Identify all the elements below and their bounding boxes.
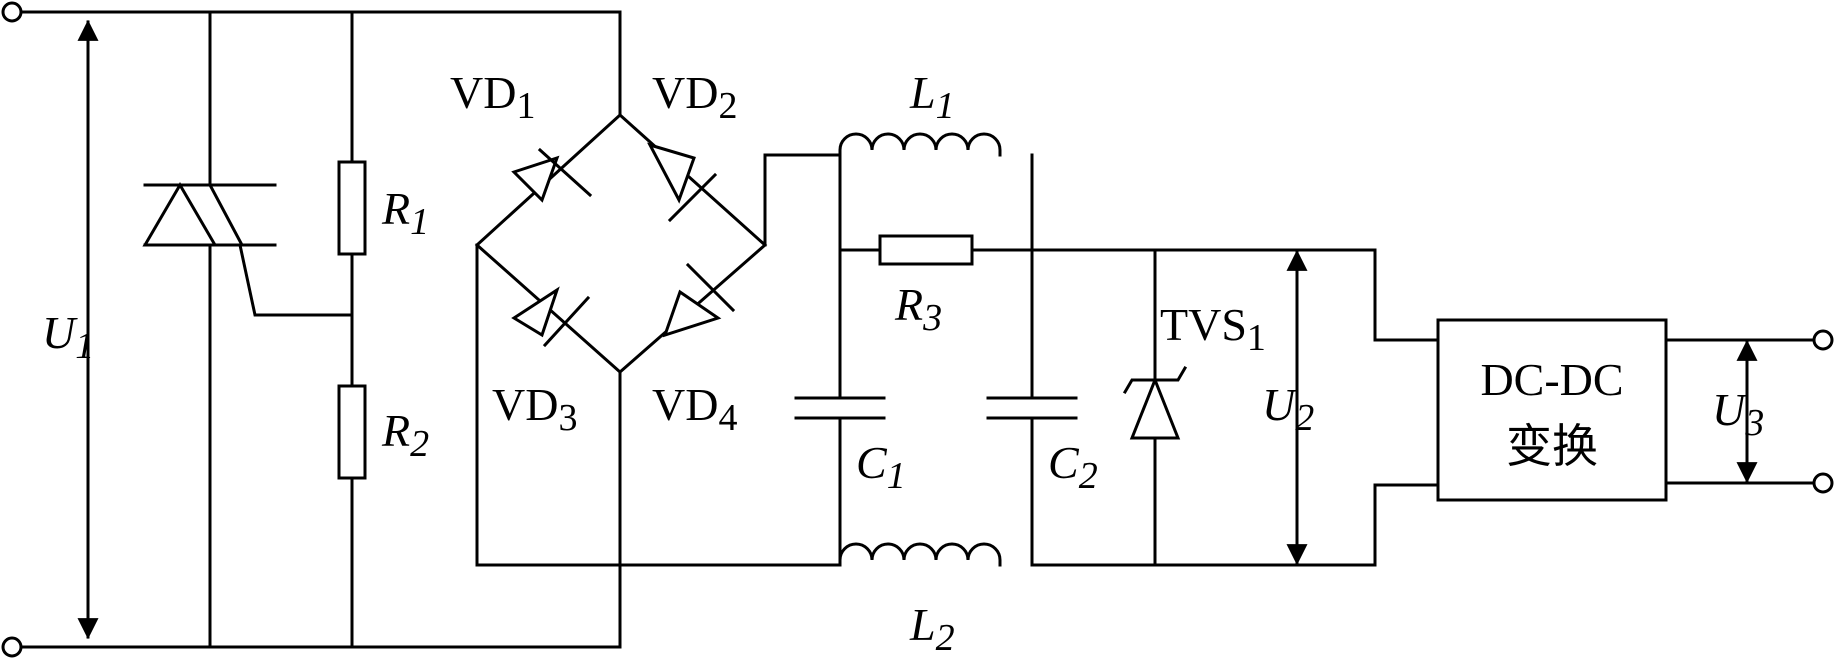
input-terminal-bottom (1, 636, 23, 658)
top-rail (19, 10, 622, 117)
r2-label: R2 (381, 405, 429, 465)
dcdc-label-line1: DC-DC (1480, 354, 1623, 405)
vd3-label: VD3 (492, 379, 577, 439)
input-terminals (1, 1, 23, 658)
r3-label: R3 (894, 279, 942, 339)
inductor-l2 (838, 542, 1002, 567)
tvs1-label: TVS1 (1160, 299, 1266, 359)
dcdc-converter-box (1436, 318, 1668, 502)
l1-label: L1 (909, 67, 955, 127)
tvs-diode (1122, 248, 1188, 567)
output-terminal-bottom (1812, 472, 1834, 494)
c2-label: C2 (1048, 437, 1098, 497)
l2-label: L2 (909, 599, 955, 659)
resistor-r3 (838, 234, 1377, 266)
dcdc-input-positive-wire (1373, 248, 1440, 342)
dcdc-input-negative-wire (1373, 483, 1440, 567)
dcdc-label-line2: 变换 (1506, 421, 1598, 472)
diode-vd4 (662, 262, 736, 338)
input-terminal-top (1, 1, 23, 23)
capacitor-c1 (794, 153, 886, 567)
vd1-label: VD1 (450, 67, 535, 127)
bridge-negative-wire (475, 243, 842, 567)
u1-label: U1 (42, 307, 94, 367)
capacitor-c2 (986, 153, 1078, 567)
bottom-rail (19, 370, 622, 649)
diode-vd1 (511, 147, 593, 203)
inductor-l1 (838, 132, 1002, 157)
u3-label: U3 (1712, 384, 1764, 444)
diode-vd3 (511, 286, 591, 348)
c1-label: C1 (856, 437, 906, 497)
diode-vd2 (647, 142, 718, 223)
resistor-r1 (337, 160, 367, 256)
input-rails (19, 10, 622, 649)
resistor-r2 (337, 384, 367, 480)
output-terminal-top (1812, 329, 1834, 351)
varistor-element (142, 10, 354, 649)
vd2-label: VD2 (652, 67, 737, 127)
bridge-positive-wire (763, 153, 842, 247)
u2-label: U2 (1262, 379, 1314, 439)
r1-label: R1 (381, 183, 429, 243)
resistor-divider (337, 10, 367, 649)
varistor-gate-wire (238, 243, 354, 317)
vd4-label: VD4 (652, 379, 737, 439)
bridge-rectifier (474, 112, 768, 375)
